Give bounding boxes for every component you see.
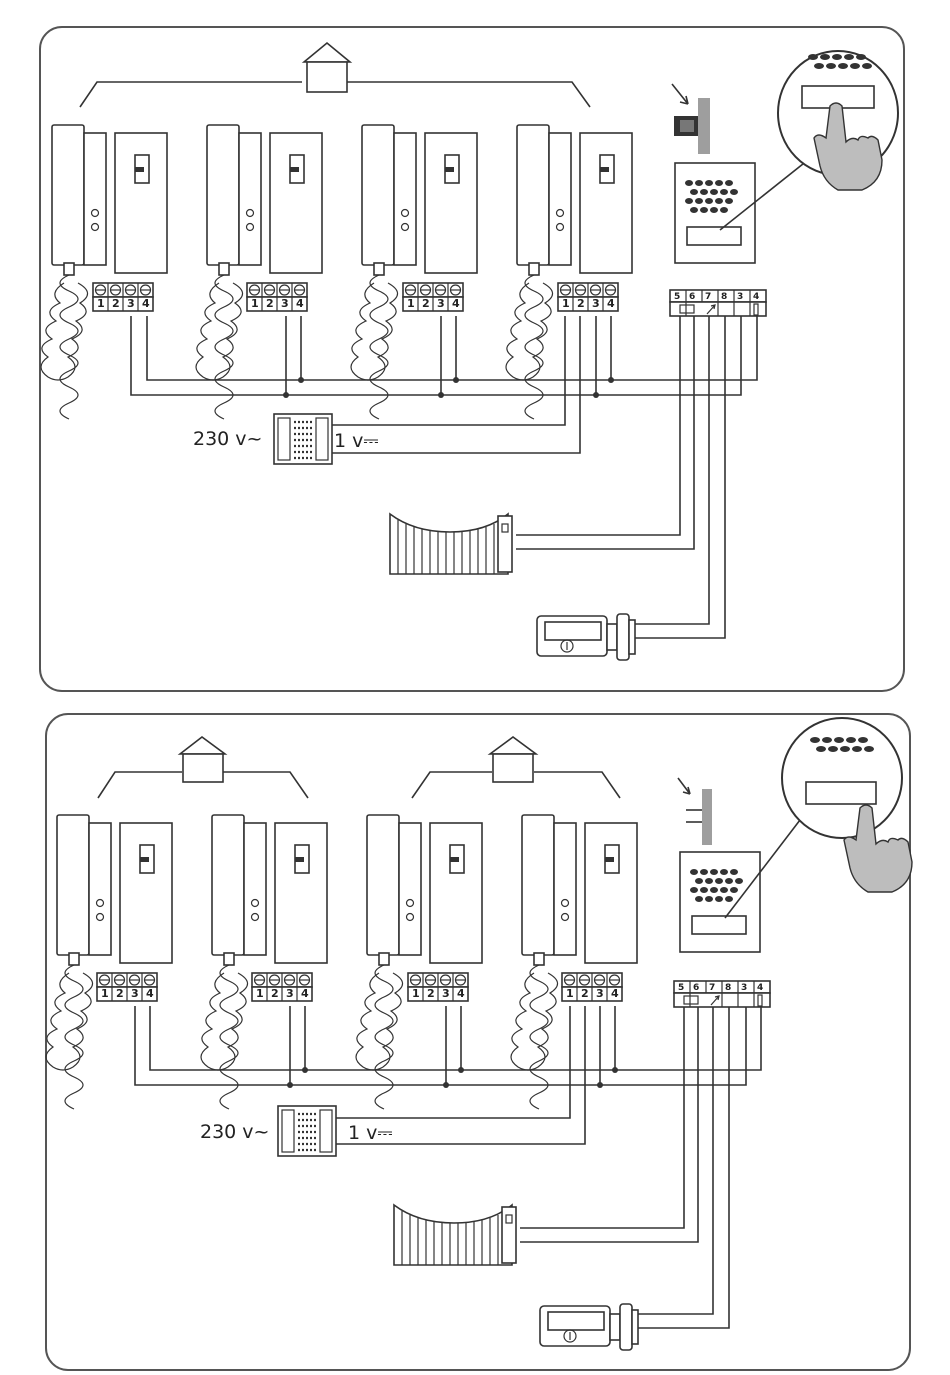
terminal-strip: 1 2 3 4 bbox=[247, 283, 307, 311]
svg-text:4: 4 bbox=[457, 987, 465, 1000]
svg-text:4: 4 bbox=[301, 987, 309, 1000]
svg-text:1: 1 bbox=[97, 297, 105, 310]
svg-text:1: 1 bbox=[256, 987, 264, 1000]
svg-text:1: 1 bbox=[562, 297, 570, 310]
power-supply-icon bbox=[274, 414, 332, 464]
svg-text:3: 3 bbox=[737, 292, 743, 302]
svg-text:6: 6 bbox=[689, 292, 695, 302]
house-roof-icon bbox=[412, 737, 620, 798]
intercom-handset-icon bbox=[506, 125, 632, 419]
svg-text:6: 6 bbox=[693, 983, 699, 993]
svg-text:2: 2 bbox=[116, 987, 124, 1000]
svg-text:8: 8 bbox=[721, 292, 727, 302]
push-button-icon bbox=[678, 778, 712, 845]
svg-text:4: 4 bbox=[607, 297, 615, 310]
svg-text:7: 7 bbox=[705, 292, 711, 302]
svg-text:5: 5 bbox=[674, 292, 680, 302]
svg-text:1: 1 bbox=[412, 987, 420, 1000]
gate-icon bbox=[394, 1205, 516, 1265]
svg-text:4: 4 bbox=[753, 292, 759, 302]
supply-output-label: 1 v⎓ bbox=[348, 1122, 393, 1144]
intercom-handset-icon bbox=[41, 125, 167, 419]
svg-text:4: 4 bbox=[142, 297, 150, 310]
wiring bbox=[131, 316, 757, 638]
svg-text:4: 4 bbox=[146, 987, 154, 1000]
terminal-strip: 1 2 3 4 bbox=[252, 973, 312, 1001]
intercom-handset-icon bbox=[196, 125, 322, 419]
svg-text:3: 3 bbox=[592, 297, 600, 310]
intercom-handset-icon bbox=[351, 125, 477, 419]
door-panel-icon bbox=[680, 852, 760, 952]
terminal-strip: 1 2 3 4 bbox=[562, 973, 622, 1001]
svg-text:2: 2 bbox=[422, 297, 430, 310]
intercom-handset-icon bbox=[356, 815, 482, 1109]
svg-text:7: 7 bbox=[709, 983, 715, 993]
door-terminal-strip: 5 6 7 8 3 4 bbox=[674, 981, 770, 1007]
svg-text:3: 3 bbox=[131, 987, 139, 1000]
svg-text:1: 1 bbox=[251, 297, 259, 310]
svg-text:2: 2 bbox=[271, 987, 279, 1000]
push-button-icon bbox=[672, 84, 710, 154]
svg-text:4: 4 bbox=[296, 297, 304, 310]
svg-text:3: 3 bbox=[281, 297, 289, 310]
svg-text:4: 4 bbox=[757, 983, 763, 993]
intercom-handset-icon bbox=[46, 815, 172, 1109]
svg-text:1: 1 bbox=[566, 987, 574, 1000]
terminal-strip: 1 2 3 4 bbox=[408, 973, 468, 1001]
svg-text:3: 3 bbox=[442, 987, 450, 1000]
supply-input-label: 230 v~ bbox=[193, 428, 262, 450]
terminal-strip: 1 2 3 4 bbox=[97, 973, 157, 1001]
svg-text:5: 5 bbox=[678, 983, 684, 993]
intercom-handset-icon bbox=[201, 815, 327, 1109]
terminal-strip: 1 2 3 4 bbox=[403, 283, 463, 311]
gate-icon bbox=[390, 514, 512, 574]
svg-text:3: 3 bbox=[127, 297, 135, 310]
power-supply-icon bbox=[278, 1106, 336, 1156]
svg-text:2: 2 bbox=[112, 297, 120, 310]
wiring bbox=[135, 1006, 761, 1328]
door-terminal-strip: 5 6 7 8 3 4 bbox=[670, 290, 766, 316]
terminal-strip: 1 2 3 4 bbox=[93, 283, 153, 311]
svg-text:2: 2 bbox=[581, 987, 589, 1000]
svg-text:1: 1 bbox=[407, 297, 415, 310]
top-panel: 1 2 3 4 1 2 3 4 1 2 3 4 1 2 3 4 bbox=[40, 27, 904, 691]
door-lock-icon bbox=[537, 614, 635, 660]
svg-text:8: 8 bbox=[725, 983, 731, 993]
svg-text:4: 4 bbox=[611, 987, 619, 1000]
supply-input-label: 230 v~ bbox=[200, 1121, 269, 1143]
pointing-hand-icon bbox=[782, 718, 912, 892]
door-panel-icon bbox=[675, 163, 755, 263]
svg-text:3: 3 bbox=[596, 987, 604, 1000]
intercom-handset-icon bbox=[511, 815, 637, 1109]
svg-text:1: 1 bbox=[101, 987, 109, 1000]
svg-text:2: 2 bbox=[266, 297, 274, 310]
supply-output-label: 1 v⎓ bbox=[334, 430, 379, 452]
svg-text:3: 3 bbox=[286, 987, 294, 1000]
svg-text:2: 2 bbox=[577, 297, 585, 310]
svg-text:2: 2 bbox=[427, 987, 435, 1000]
bottom-panel: 1 2 3 4 1 2 3 4 1 2 3 4 1 2 3 4 bbox=[46, 714, 912, 1370]
door-lock-icon bbox=[540, 1304, 638, 1350]
svg-text:3: 3 bbox=[741, 983, 747, 993]
terminal-strip: 1 2 3 4 bbox=[558, 283, 618, 311]
house-roof-icon bbox=[98, 737, 308, 798]
svg-text:4: 4 bbox=[452, 297, 460, 310]
house-roof-icon bbox=[80, 43, 590, 107]
svg-text:3: 3 bbox=[437, 297, 445, 310]
